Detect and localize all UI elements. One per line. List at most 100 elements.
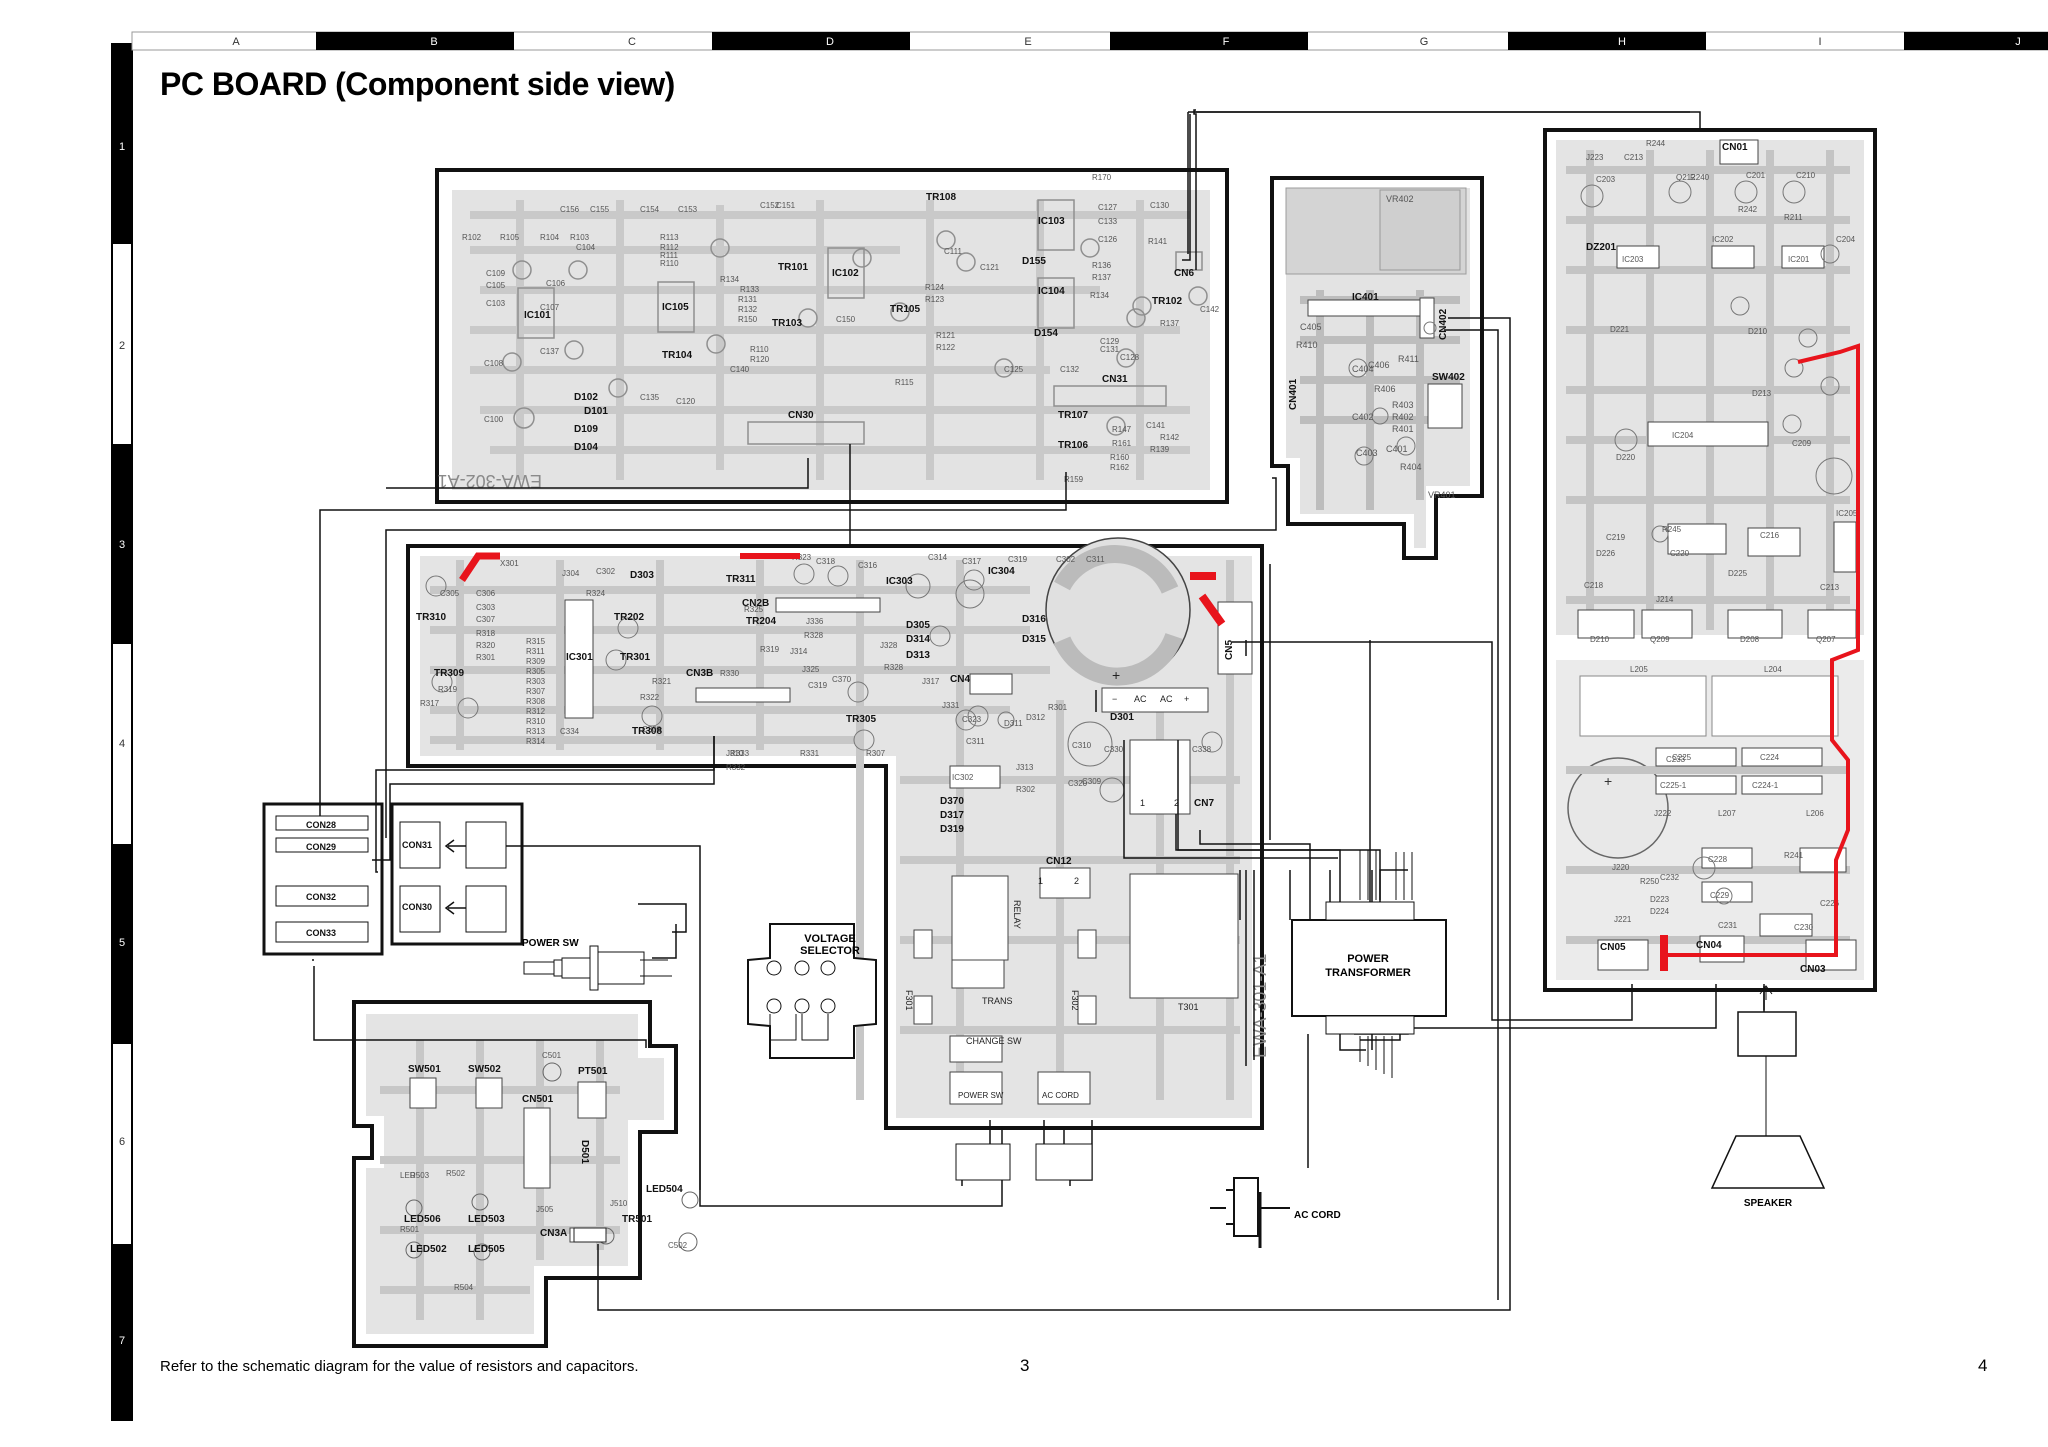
- svg-text:D210: D210: [1590, 635, 1610, 644]
- svg-text:R137: R137: [1092, 273, 1112, 282]
- svg-text:CN5: CN5: [1224, 640, 1235, 660]
- svg-text:R142: R142: [1160, 433, 1180, 442]
- svg-text:TR102: TR102: [1152, 296, 1182, 307]
- svg-text:L206: L206: [1806, 809, 1824, 818]
- svg-text:D301: D301: [1110, 712, 1134, 723]
- highlight-trace: [1664, 343, 1860, 957]
- svg-text:CN04: CN04: [1696, 940, 1722, 951]
- main-board: +: [406, 537, 1270, 1130]
- power-switch[interactable]: POWER SW: [522, 938, 672, 991]
- svg-text:L204: L204: [1764, 665, 1782, 674]
- f301-label: F301: [904, 990, 914, 1011]
- svg-text:R328: R328: [804, 631, 824, 640]
- ac-cord-plug: AC CORD: [1210, 1177, 1341, 1248]
- power-sw-block-label: POWER SW: [958, 1091, 1004, 1100]
- svg-text:C307: C307: [476, 615, 496, 624]
- svg-text:R305: R305: [526, 667, 546, 676]
- svg-text:C104: C104: [576, 243, 596, 252]
- svg-text:IC401: IC401: [1352, 292, 1379, 303]
- svg-text:J314: J314: [790, 647, 808, 656]
- svg-text:C111: C111: [944, 247, 962, 256]
- row-label-6: 6: [119, 1136, 125, 1148]
- svg-text:C403: C403: [1356, 448, 1378, 458]
- svg-text:CN402: CN402: [1438, 308, 1449, 340]
- svg-text:IC205: IC205: [1836, 509, 1858, 518]
- svg-text:D221: D221: [1610, 325, 1630, 334]
- cable-con32: CON32: [306, 892, 336, 902]
- svg-text:R121: R121: [936, 331, 956, 340]
- svg-text:C127: C127: [1098, 203, 1118, 212]
- svg-text:R314: R314: [526, 737, 546, 746]
- svg-text:C150: C150: [836, 315, 856, 324]
- svg-text:R310: R310: [526, 717, 546, 726]
- svg-text:R159: R159: [1064, 475, 1084, 484]
- svg-text:C501: C501: [542, 1051, 562, 1060]
- svg-text:C109: C109: [486, 269, 506, 278]
- svg-text:R324: R324: [586, 589, 606, 598]
- svg-text:J221: J221: [1614, 915, 1632, 924]
- svg-text:C201: C201: [1746, 171, 1766, 180]
- svg-text:C204: C204: [1836, 235, 1856, 244]
- svg-text:CN3A: CN3A: [540, 1228, 567, 1239]
- svg-text:C107: C107: [540, 303, 560, 312]
- svg-text:SW402: SW402: [1432, 372, 1465, 383]
- svg-text:C133: C133: [1098, 217, 1118, 226]
- svg-text:C303: C303: [476, 603, 496, 612]
- svg-text:C306: C306: [476, 589, 496, 598]
- d301-pin-2: AC: [1134, 694, 1147, 704]
- row-label-5: 5: [119, 937, 125, 949]
- ac-cord-label: AC CORD: [1294, 1210, 1341, 1221]
- column-label-h: H: [1618, 36, 1626, 48]
- column-label-d: D: [826, 36, 834, 48]
- svg-text:C121: C121: [980, 263, 1000, 272]
- svg-text:R321: R321: [652, 677, 672, 686]
- svg-text:R320: R320: [476, 641, 496, 650]
- svg-text:R504: R504: [454, 1283, 474, 1292]
- svg-text:J222: J222: [1654, 809, 1672, 818]
- svg-text:J325: J325: [802, 665, 820, 674]
- svg-text:C231: C231: [1718, 921, 1738, 930]
- svg-text:C129: C129: [1100, 337, 1120, 346]
- svg-text:R401: R401: [1392, 424, 1414, 434]
- svg-text:R331: R331: [800, 749, 820, 758]
- svg-text:C401: C401: [1386, 444, 1408, 454]
- svg-text:R323: R323: [792, 553, 812, 562]
- svg-text:R325: R325: [744, 605, 764, 614]
- svg-text:C152: C152: [760, 201, 780, 210]
- svg-text:C320: C320: [1068, 779, 1088, 788]
- svg-text:TR107: TR107: [1058, 410, 1088, 421]
- column-label-g: G: [1420, 36, 1429, 48]
- svg-text:R139: R139: [1150, 445, 1170, 454]
- svg-text:R406: R406: [1374, 384, 1396, 394]
- svg-text:IC202: IC202: [1712, 235, 1734, 244]
- svg-text:LED504: LED504: [646, 1184, 683, 1195]
- speaker-label: SPEAKER: [1744, 1198, 1793, 1209]
- svg-text:CN31: CN31: [1102, 374, 1128, 385]
- svg-text:C406: C406: [1368, 360, 1390, 370]
- svg-text:R311: R311: [526, 647, 545, 656]
- svg-text:R330: R330: [720, 669, 740, 678]
- svg-text:D317: D317: [940, 810, 964, 821]
- svg-text:TR308: TR308: [632, 726, 662, 737]
- svg-text:LED503: LED503: [468, 1214, 505, 1225]
- trans-label: TRANS: [982, 996, 1013, 1006]
- svg-text:R133: R133: [740, 285, 760, 294]
- svg-text:C226: C226: [1820, 899, 1840, 908]
- svg-text:C218: C218: [1584, 581, 1604, 590]
- svg-text:L207: L207: [1718, 809, 1736, 818]
- svg-text:R245: R245: [1662, 525, 1682, 534]
- relay-label: RELAY: [1012, 900, 1022, 929]
- svg-text:R502: R502: [446, 1169, 466, 1178]
- svg-text:R404: R404: [1400, 462, 1422, 472]
- svg-text:IC105: IC105: [662, 302, 689, 313]
- svg-text:CN3B: CN3B: [686, 668, 713, 679]
- svg-text:C210: C210: [1796, 171, 1816, 180]
- svg-text:C305: C305: [440, 589, 460, 598]
- svg-text:R147: R147: [1112, 425, 1132, 434]
- footnote: Refer to the schematic diagram for the v…: [160, 1358, 639, 1375]
- svg-text:R301: R301: [476, 653, 496, 662]
- svg-text:IC204: IC204: [1672, 431, 1694, 440]
- display-board-silk: EWA-302-A1: [438, 471, 542, 491]
